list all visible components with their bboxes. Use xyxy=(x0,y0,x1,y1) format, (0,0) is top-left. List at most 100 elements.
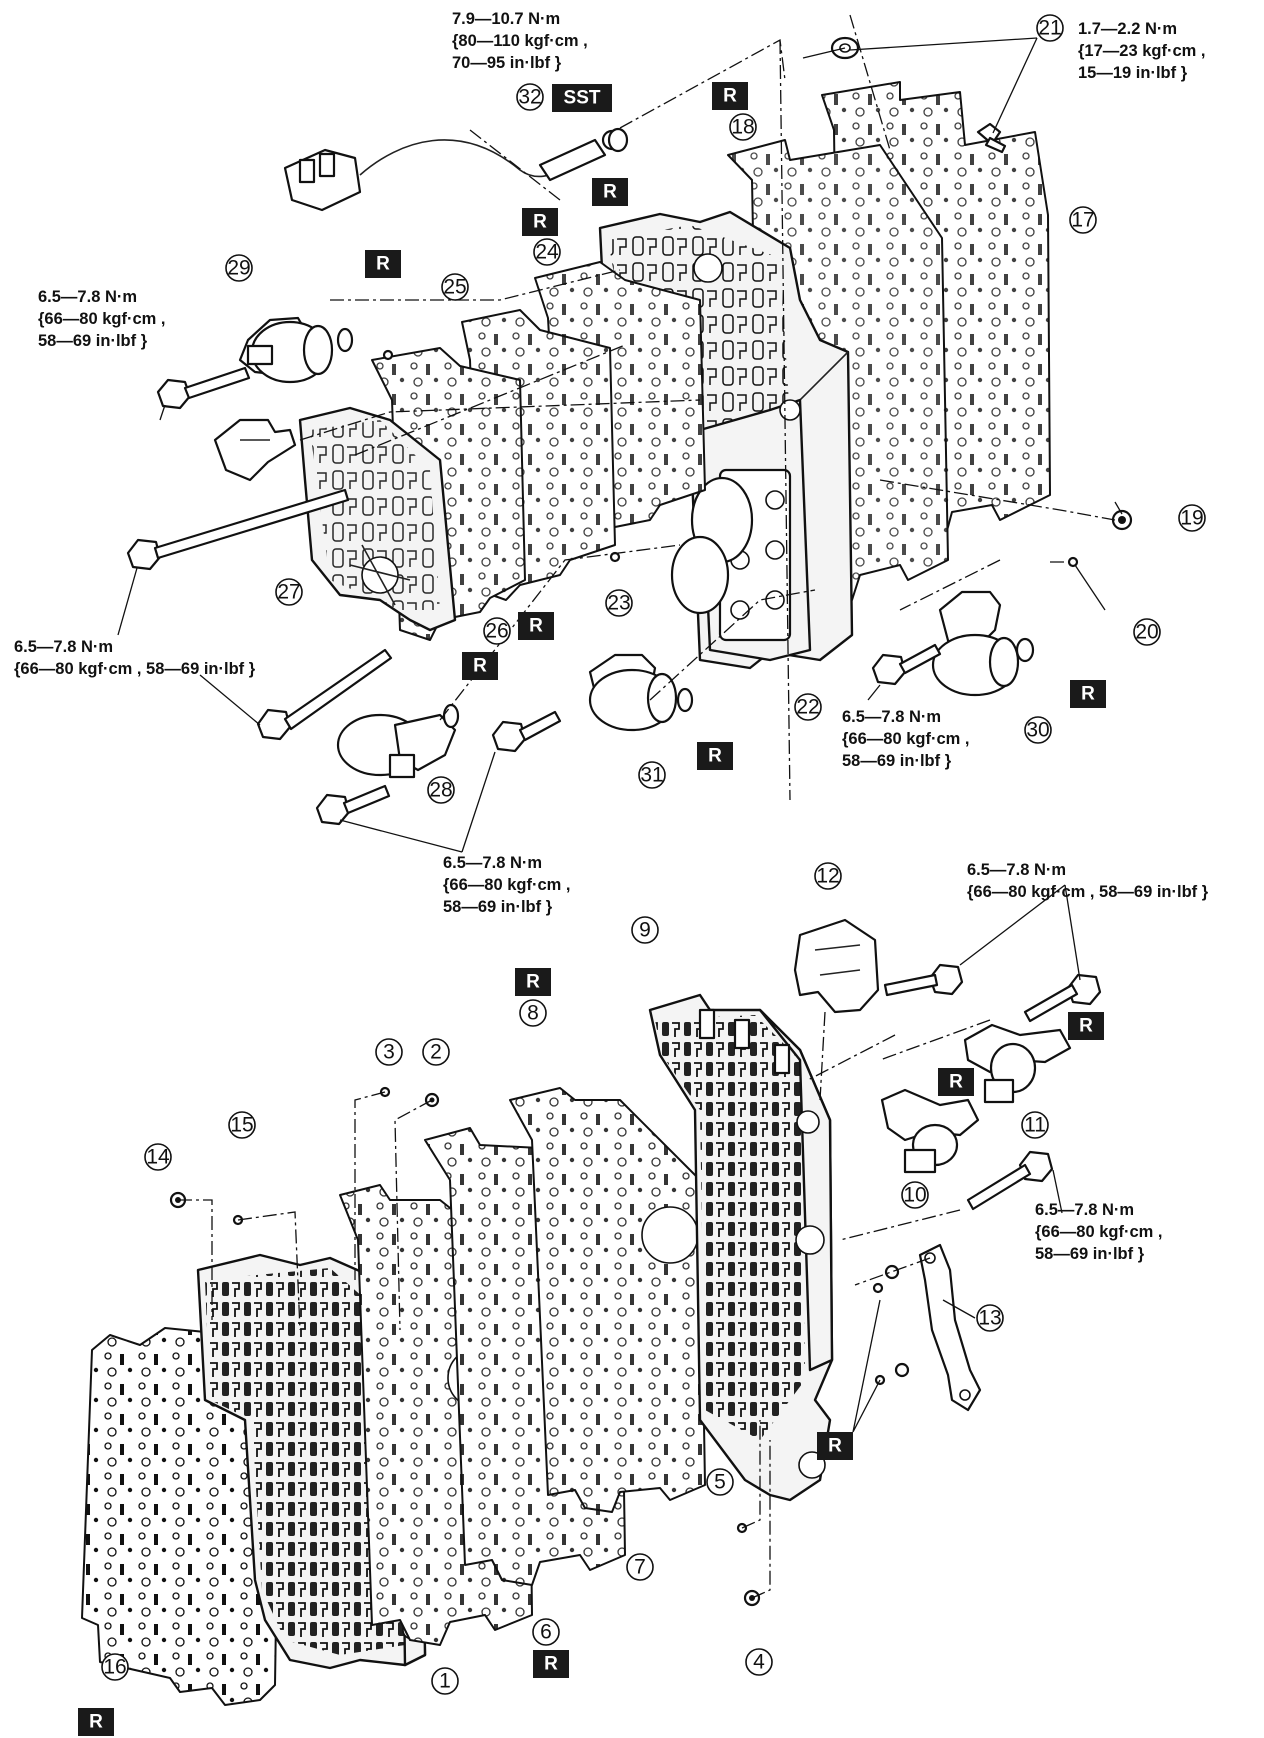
svg-text:20: 20 xyxy=(1135,621,1158,644)
r-badge: R xyxy=(365,250,401,278)
callout-2: 2 xyxy=(422,1038,450,1066)
svg-text:R: R xyxy=(376,254,390,275)
svg-text:SST: SST xyxy=(564,88,601,109)
r-badge: R xyxy=(938,1068,974,1096)
o-ring-28 xyxy=(442,703,460,729)
callout-9: 9 xyxy=(631,916,659,944)
seal-13-a xyxy=(884,1264,900,1280)
r-badge: R xyxy=(78,1708,114,1736)
lower-valve-body-1 xyxy=(196,1253,427,1670)
svg-text:6.5—7.8 N·m: 6.5—7.8 N·m xyxy=(443,854,542,872)
svg-text:11: 11 xyxy=(1024,1114,1046,1137)
svg-text:15—19 in·lbf }: 15—19 in·lbf } xyxy=(1078,64,1188,82)
bolt-long-lower xyxy=(256,648,393,741)
r-badge: R xyxy=(522,208,558,236)
svg-text:58—69 in·lbf }: 58—69 in·lbf } xyxy=(38,332,148,350)
svg-text:30: 30 xyxy=(1026,719,1049,742)
bolt-long-upper xyxy=(126,488,350,571)
seal-13-c xyxy=(894,1362,910,1378)
solenoid-11 xyxy=(963,1023,1072,1104)
callout-32: 32 xyxy=(516,83,544,111)
o-ring-30 xyxy=(1015,637,1035,663)
o-ring-31 xyxy=(676,687,694,713)
callout-3: 3 xyxy=(375,1038,403,1066)
svg-text:9: 9 xyxy=(639,919,651,942)
torque-spec-12: 6.5—7.8 N·m {66—80 kgf·cm , 58—69 in·lbf… xyxy=(967,861,1209,901)
svg-text:5: 5 xyxy=(714,1471,726,1494)
torque-spec-13: 6.5—7.8 N·m {66—80 kgf·cm , 58—69 in·lbf… xyxy=(1035,1201,1162,1263)
callout-1: 1 xyxy=(431,1667,459,1695)
callout-8: 8 xyxy=(519,999,547,1027)
svg-text:{17—23 kgf·cm ,: {17—23 kgf·cm , xyxy=(1078,42,1205,60)
separator-plate-16 xyxy=(81,1327,281,1706)
svg-text:25: 25 xyxy=(443,276,466,299)
callout-21: 21 xyxy=(1036,14,1064,42)
bracket-13 xyxy=(918,1243,982,1412)
svg-text:R: R xyxy=(708,746,722,767)
svg-text:{66—80 kgf·cm ,: {66—80 kgf·cm , xyxy=(842,730,969,748)
bolt-29 xyxy=(156,366,251,410)
r-badge: R xyxy=(697,742,733,770)
callout-31: 31 xyxy=(638,761,666,789)
svg-text:18: 18 xyxy=(731,116,754,139)
callout-22: 22 xyxy=(794,693,822,721)
svg-text:R: R xyxy=(544,1654,558,1675)
bracket-left xyxy=(213,418,297,482)
svg-text:{66—80 kgf·cm , 58—69 in·lbf }: {66—80 kgf·cm , 58—69 in·lbf } xyxy=(967,883,1209,901)
svg-text:R: R xyxy=(723,86,737,107)
bolt-31 xyxy=(491,710,562,753)
svg-text:58—69 in·lbf }: 58—69 in·lbf } xyxy=(842,752,952,770)
ball-20 xyxy=(1067,556,1079,568)
svg-text:8: 8 xyxy=(527,1002,539,1025)
valve-body-cover-27 xyxy=(298,406,457,632)
svg-text:31: 31 xyxy=(640,764,663,787)
svg-text:24: 24 xyxy=(535,241,559,264)
svg-text:R: R xyxy=(603,182,617,203)
solenoid-31 xyxy=(588,653,678,732)
o-ring-29 xyxy=(336,327,354,353)
torque-spec-28-31: 6.5—7.8 N·m {66—80 kgf·cm , 58—69 in·lbf… xyxy=(443,854,570,916)
callout-27: 27 xyxy=(275,578,303,606)
callout-5: 5 xyxy=(706,1468,734,1496)
svg-text:{80—110 kgf·cm ,: {80—110 kgf·cm , xyxy=(452,32,588,50)
callout-15: 15 xyxy=(228,1111,256,1139)
svg-text:17: 17 xyxy=(1071,209,1094,232)
solenoid-29 xyxy=(238,316,334,384)
svg-text:13: 13 xyxy=(978,1307,1001,1330)
r-badge: R xyxy=(515,968,551,996)
r-badge: R xyxy=(1070,680,1106,708)
callout-11: 11 xyxy=(1021,1111,1049,1139)
svg-text:R: R xyxy=(529,616,543,637)
torque-spec-30: 6.5—7.8 N·m {66—80 kgf·cm , 58—69 in·lbf… xyxy=(842,708,969,770)
svg-text:{66—80 kgf·cm ,: {66—80 kgf·cm , xyxy=(38,310,165,328)
solenoid-10 xyxy=(880,1088,980,1174)
svg-text:{66—80 kgf·cm ,: {66—80 kgf·cm , xyxy=(1035,1223,1162,1241)
svg-text:58—69 in·lbf }: 58—69 in·lbf } xyxy=(1035,1245,1145,1263)
svg-text:23: 23 xyxy=(607,592,630,615)
bolt-30 xyxy=(871,643,942,686)
svg-text:6: 6 xyxy=(540,1621,552,1644)
callout-10: 10 xyxy=(901,1181,929,1209)
svg-text:29: 29 xyxy=(227,257,250,280)
callout-6: 6 xyxy=(532,1618,560,1646)
ball-25 xyxy=(382,349,394,361)
svg-text:6.5—7.8 N·m: 6.5—7.8 N·m xyxy=(967,861,1066,879)
temperature-sensor-32 xyxy=(283,129,623,212)
svg-text:10: 10 xyxy=(903,1184,926,1207)
bolt-28 xyxy=(315,784,391,826)
svg-text:R: R xyxy=(828,1436,842,1457)
svg-text:26: 26 xyxy=(485,620,508,643)
bolt-12-upper xyxy=(883,963,964,997)
valve-body-9 xyxy=(648,993,834,1502)
callout-24: 24 xyxy=(533,238,561,266)
r-badge: R xyxy=(518,612,554,640)
svg-text:R: R xyxy=(1081,684,1095,705)
r-badge: R xyxy=(462,652,498,680)
callout-14: 14 xyxy=(144,1143,172,1171)
svg-text:70—95 in·lbf }: 70—95 in·lbf } xyxy=(452,54,562,72)
svg-text:12: 12 xyxy=(816,865,839,888)
svg-text:32: 32 xyxy=(518,86,541,109)
svg-text:1: 1 xyxy=(439,1670,451,1693)
svg-text:7.9—10.7 N·m: 7.9—10.7 N·m xyxy=(452,10,560,28)
torque-spec-sensor-32: 7.9—10.7 N·m {80—110 kgf·cm , 70—95 in·l… xyxy=(452,10,588,72)
